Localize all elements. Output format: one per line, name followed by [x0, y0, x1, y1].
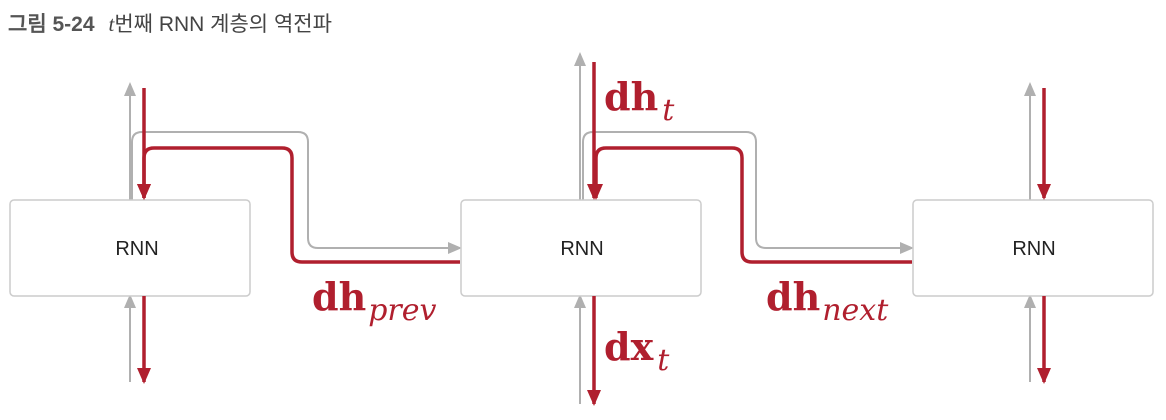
label-dh-next-main: dh: [766, 274, 820, 319]
forward-hidden-left: [131, 131, 462, 254]
rnn-box-current: [460, 199, 702, 297]
label-dh-prev: dhprev: [312, 274, 437, 328]
caption-variable: t: [108, 12, 115, 36]
label-dh-next: dhnext: [766, 274, 889, 328]
label-dh-t-main: dh: [604, 74, 658, 119]
gradient-dh-prev-path: [137, 146, 460, 264]
label-dx-t-sub: t: [657, 343, 670, 378]
rnn-box-prev: [9, 199, 251, 297]
label-dh-prev-main: dh: [312, 274, 366, 319]
figure-caption: 그림 5-24 t번째 RNN 계층의 역전파: [8, 8, 332, 38]
label-dh-t-sub: t: [662, 93, 675, 128]
forward-hidden-right: [582, 131, 914, 254]
gradient-dh-next-path: [589, 146, 912, 264]
caption-title: 번째 RNN 계층의 역전파: [114, 13, 332, 36]
label-dx-t-main: dx: [604, 324, 654, 369]
figure-number: 그림 5-24: [8, 13, 95, 36]
rnn-label-next: RNN: [1012, 238, 1055, 260]
label-dh-next-sub: next: [822, 293, 889, 328]
rnn-label-current: RNN: [560, 238, 603, 260]
rnn-label-prev: RNN: [115, 238, 158, 260]
rnn-box-next: [912, 199, 1154, 297]
label-dh-prev-sub: prev: [368, 293, 436, 328]
